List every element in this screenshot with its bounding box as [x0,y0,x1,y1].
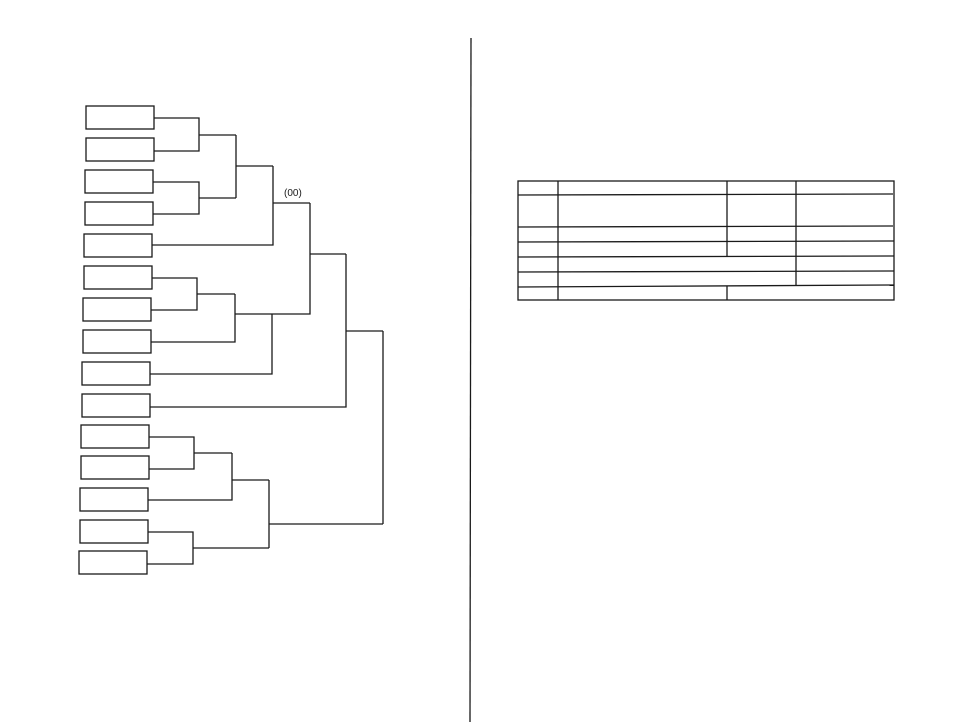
bracket-slot[interactable] [83,265,153,290]
bracket-slot[interactable] [80,424,150,449]
bracket-slot[interactable] [84,201,154,226]
bracket-slot[interactable] [82,329,152,354]
bracket-slot[interactable] [79,519,149,544]
bracket-slot[interactable] [78,550,148,575]
results-table [517,180,895,301]
results-table-frame [517,180,895,301]
bracket-slot[interactable] [83,233,153,258]
bracket-node-label: (00) [284,188,302,199]
bracket-slot[interactable] [82,297,152,322]
bracket-slot[interactable] [81,361,151,386]
bracket-slots [78,105,155,575]
page-divider [469,37,472,723]
bracket-slot[interactable] [85,137,155,162]
bracket-slot[interactable] [79,487,149,512]
bracket-slot[interactable] [81,393,151,418]
bracket-slot[interactable] [84,169,154,194]
bracket-slot[interactable] [85,105,155,130]
bracket-connectors [147,117,384,565]
bracket-slot[interactable] [80,455,150,480]
